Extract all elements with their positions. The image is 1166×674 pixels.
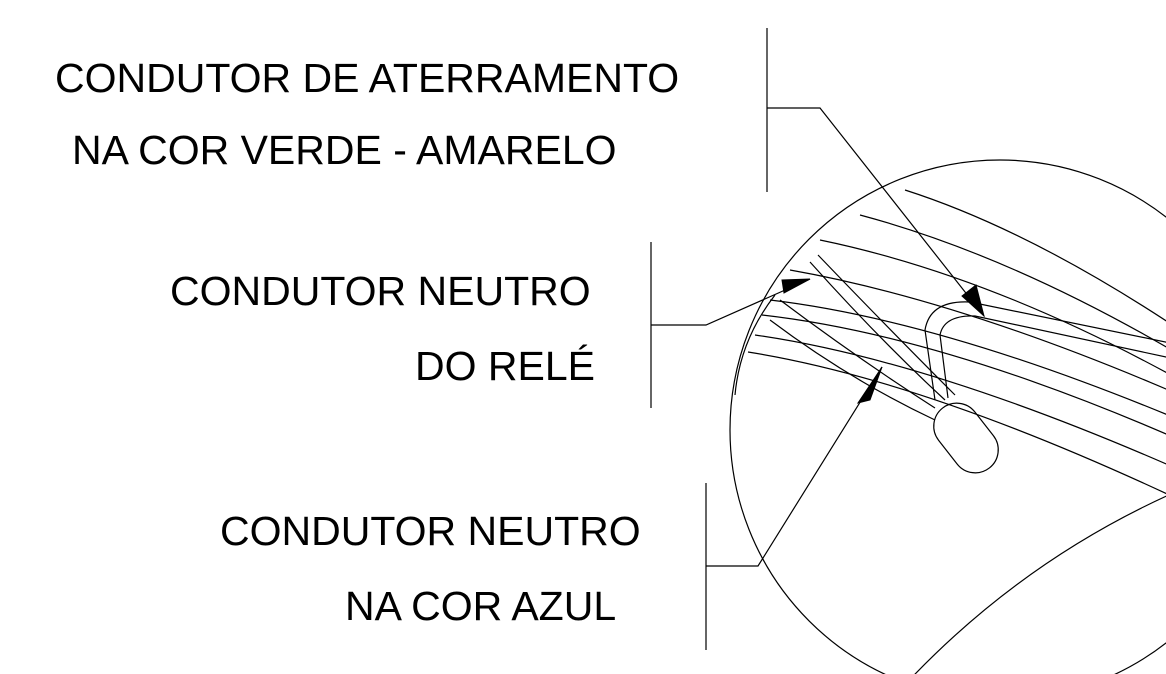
blue-neutral-label-line1: CONDUTOR NEUTRO — [220, 508, 641, 554]
relay-neutral-arrowhead — [781, 278, 811, 294]
relay-neutral-label-line1: CONDUTOR NEUTRO — [170, 268, 591, 314]
relay-neutral-leader — [650, 242, 811, 408]
detail-circle — [729, 159, 1166, 674]
relay-neutral-label: CONDUTOR NEUTRO DO RELÉ — [170, 268, 595, 389]
cable-bundle — [734, 189, 1166, 674]
terminal-lug — [933, 402, 999, 474]
ground-label-line1: CONDUTOR DE ATERRAMENTO — [55, 55, 679, 101]
ground-conductor-label: CONDUTOR DE ATERRAMENTO NA COR VERDE - A… — [55, 55, 679, 173]
ground-leader — [766, 28, 985, 318]
relay-neutral-label-line2: DO RELÉ — [415, 343, 595, 389]
blue-neutral-label-line2: NA COR AZUL — [345, 583, 616, 629]
ground-label-line2: NA COR VERDE - AMARELO — [72, 127, 617, 173]
blue-neutral-arrowhead — [856, 366, 883, 404]
blue-neutral-label: CONDUTOR NEUTRO NA COR AZUL — [220, 508, 641, 629]
blue-neutral-leader — [705, 366, 883, 650]
ground-arrowhead — [961, 284, 985, 318]
